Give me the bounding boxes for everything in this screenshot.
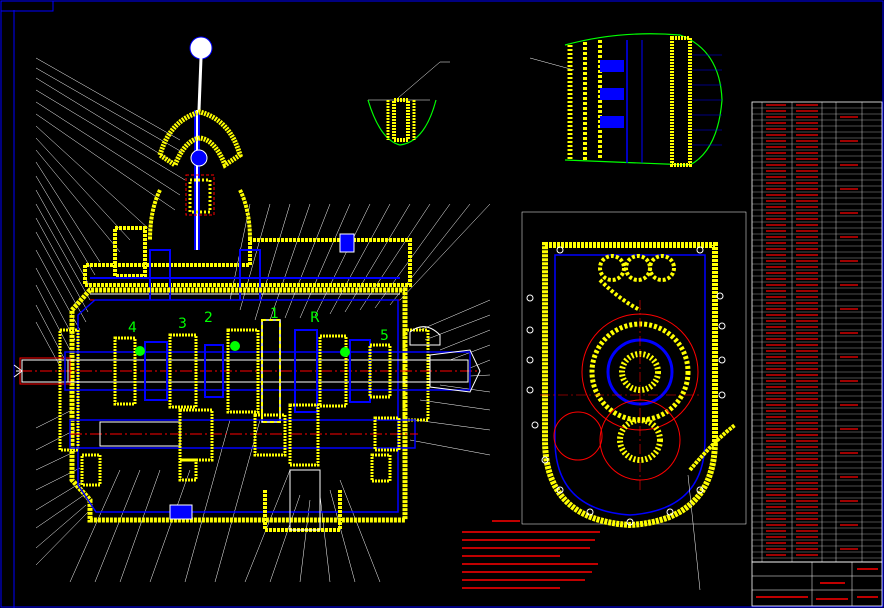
leader-lines-bottom bbox=[69, 419, 381, 583]
leader-lines-left bbox=[35, 57, 186, 566]
gearbox-longitudinal-section-icon: 4 3 2 1 R 5 bbox=[13, 36, 491, 583]
main-shaft-icon bbox=[13, 349, 481, 393]
shift-fork-detail-icon bbox=[367, 61, 450, 146]
gearbox-cross-section-icon bbox=[521, 211, 747, 591]
gear-label: R bbox=[310, 310, 320, 326]
bearing-seat-detail-icon bbox=[529, 33, 723, 167]
gear-label: 3 bbox=[178, 316, 187, 332]
gear-label: 5 bbox=[380, 328, 389, 344]
gear-labels: 4 3 2 1 R 5 bbox=[128, 306, 389, 344]
countershaft-icon bbox=[69, 403, 418, 487]
gearbox-housing-icon bbox=[58, 287, 430, 532]
title-block bbox=[751, 561, 883, 607]
main-shaft-gears-icon bbox=[113, 319, 441, 423]
title-tab bbox=[0, 0, 54, 12]
gear-label: 2 bbox=[204, 310, 213, 326]
gear-label: 1 bbox=[270, 306, 279, 322]
bill-of-materials-table bbox=[751, 101, 883, 563]
technical-requirements-notes bbox=[462, 520, 600, 589]
leader-lines-right bbox=[409, 299, 491, 456]
gear-label: 4 bbox=[128, 320, 137, 336]
shift-lever-icon bbox=[148, 36, 252, 250]
leader-lines-top bbox=[229, 203, 491, 321]
